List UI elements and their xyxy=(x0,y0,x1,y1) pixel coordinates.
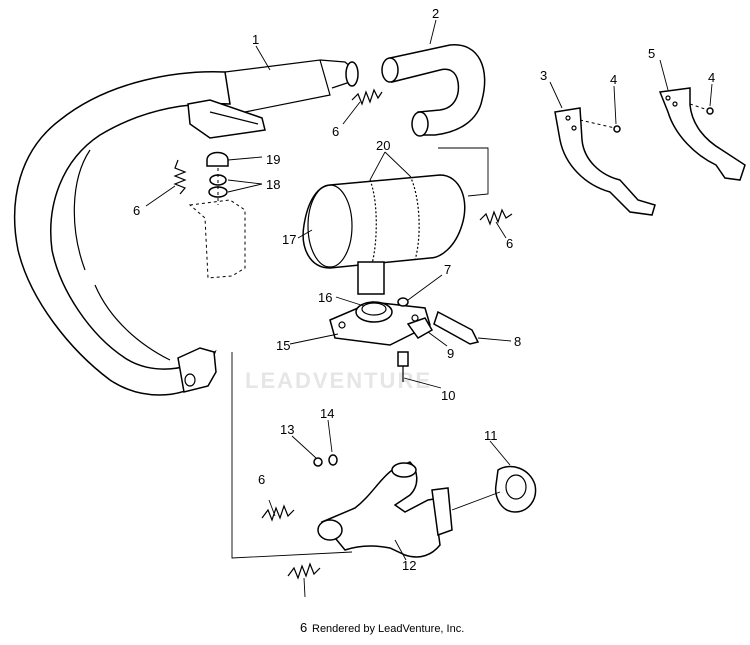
callout-14: 14 xyxy=(320,406,334,421)
leader-lines xyxy=(145,19,713,598)
spring-part-6d xyxy=(261,504,295,522)
muffler-part xyxy=(302,174,466,295)
callout-16: 16 xyxy=(318,290,332,305)
cap-part-19 xyxy=(206,151,229,167)
washer-part-14 xyxy=(328,454,338,466)
callout-13: 13 xyxy=(280,422,294,437)
clip-part-9 xyxy=(406,317,434,339)
callout-4a: 4 xyxy=(610,72,617,87)
callout-17: 17 xyxy=(282,232,296,247)
callout-3: 3 xyxy=(540,68,547,83)
spring-part-6e xyxy=(287,562,321,580)
callout-6d: 6 xyxy=(258,472,265,487)
assembly-lines xyxy=(231,147,501,559)
bracket-part-3 xyxy=(554,107,656,216)
callout-5: 5 xyxy=(648,46,655,61)
watermark-text: LEADVENTURE xyxy=(245,368,432,393)
callout-15: 15 xyxy=(276,338,290,353)
washer-part-7 xyxy=(397,297,409,307)
exhaust-pipe-part xyxy=(13,59,359,396)
washer-part-4a xyxy=(579,119,621,133)
washer-part-4b xyxy=(689,103,714,115)
callout-4b: 4 xyxy=(708,70,715,85)
rod-part-8 xyxy=(433,310,480,345)
callout-20: 20 xyxy=(376,138,390,153)
callout-8: 8 xyxy=(514,334,521,349)
callout-19: 19 xyxy=(266,152,280,167)
callout-6c: 6 xyxy=(506,236,513,251)
credit-text: Rendered by LeadVenture, Inc. xyxy=(312,623,465,635)
u-pipe-part xyxy=(381,44,486,137)
seal-ring-part xyxy=(355,301,393,323)
y-pipe-part xyxy=(317,461,453,558)
mount-dashed-outline xyxy=(188,168,246,279)
callout-12: 12 xyxy=(402,558,416,573)
gasket-part-11 xyxy=(494,465,537,513)
bracket-part-5 xyxy=(658,87,746,181)
spring-part-6b xyxy=(173,159,187,195)
callout-1: 1 xyxy=(252,32,259,47)
callout-11: 11 xyxy=(484,428,498,443)
callout-10: 10 xyxy=(441,388,455,403)
callout-18: 18 xyxy=(266,177,280,192)
bolt-part-10 xyxy=(397,351,409,382)
nut-part-13 xyxy=(313,457,323,467)
callout-6b: 6 xyxy=(133,203,140,218)
callout-6e: 6 xyxy=(300,620,307,635)
callout-7: 7 xyxy=(444,262,451,277)
callout-9: 9 xyxy=(447,346,454,361)
spring-part-6c xyxy=(479,208,513,226)
callout-2: 2 xyxy=(432,6,439,21)
spring-part-6a xyxy=(351,88,383,106)
callout-6a: 6 xyxy=(332,124,339,139)
